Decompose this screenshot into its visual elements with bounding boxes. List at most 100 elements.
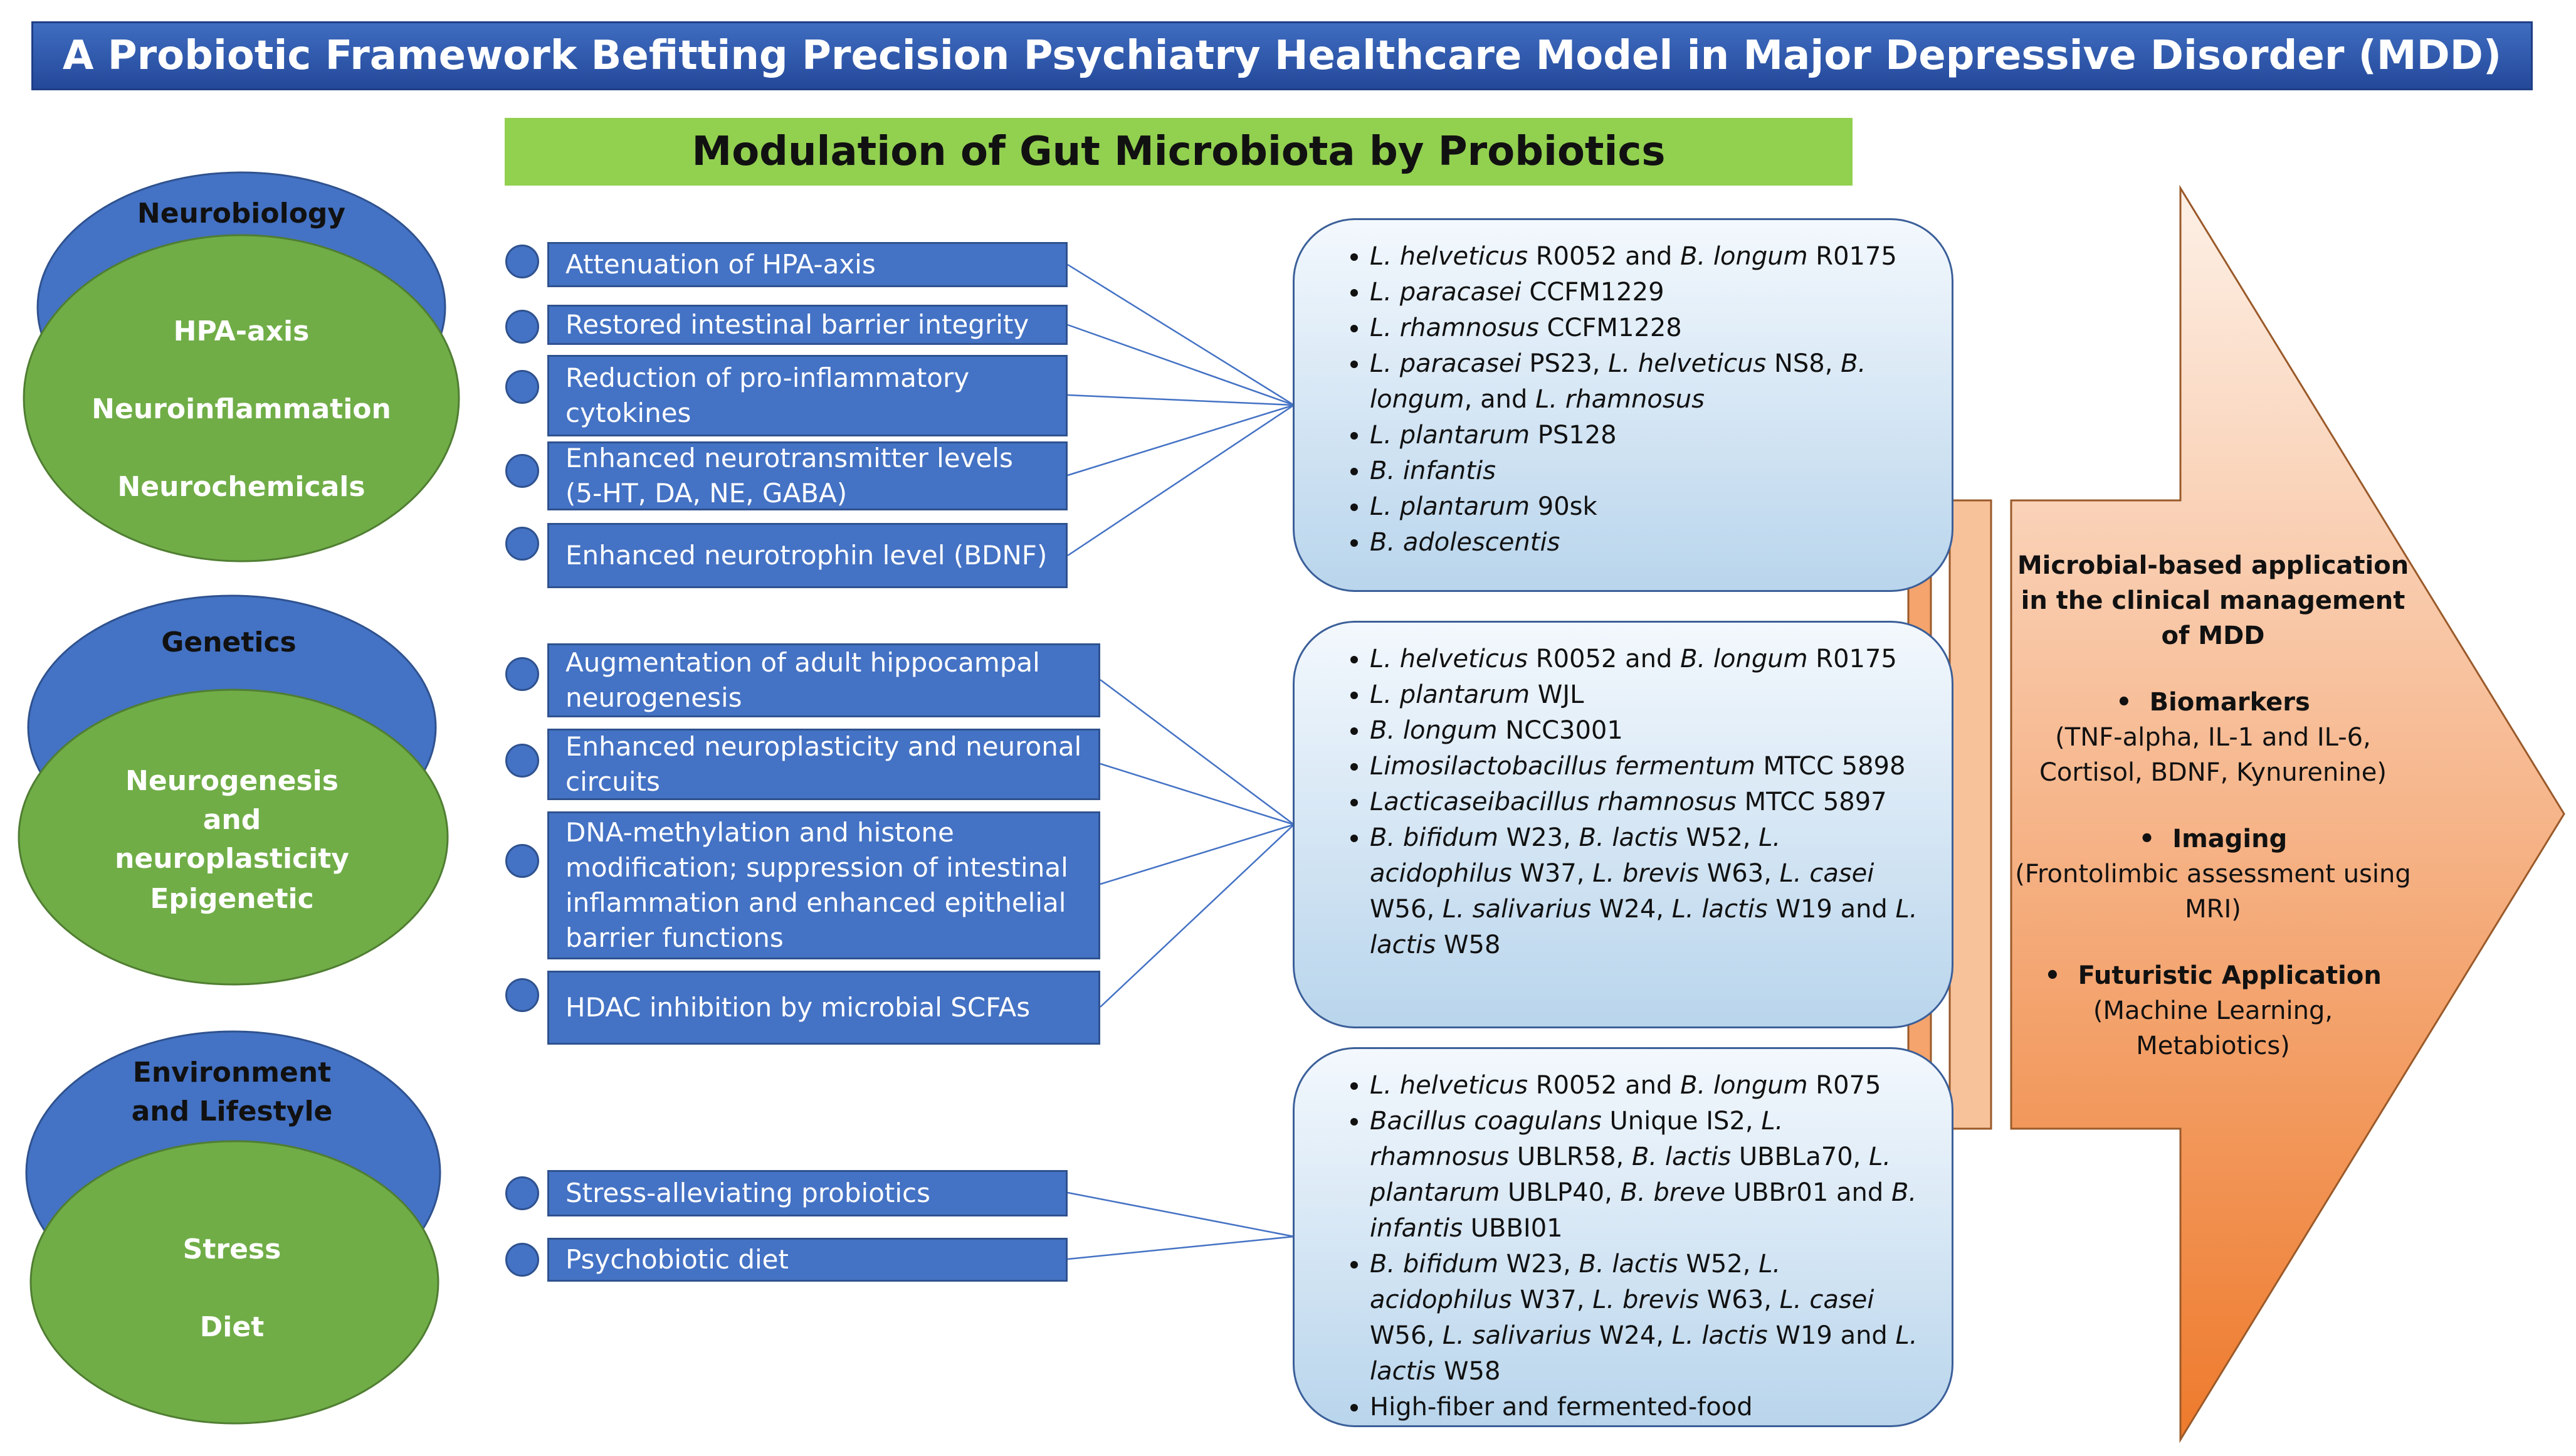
strain-list: L. helveticus R0052 and B. longum R0175L…	[1338, 641, 1927, 963]
strain-species-name: L. paracasei	[1370, 278, 1522, 307]
strain-code: R0175	[1807, 242, 1897, 271]
effect-bullet-dot	[505, 1176, 539, 1210]
effect-box: Reduction of pro-inflammatory cytokines	[547, 355, 1068, 436]
strain-species-name: L. salivarius	[1442, 895, 1592, 924]
factor-circle-neurobiology	[23, 171, 460, 562]
strain-species-name: L. helveticus	[1370, 645, 1528, 673]
strain-species-name: B. breve	[1620, 1178, 1726, 1207]
effect-box: Enhanced neuroplasticity and neuronal ci…	[547, 729, 1100, 800]
strain-code: W63,	[1699, 1285, 1780, 1314]
strain-code: NS8,	[1766, 349, 1841, 378]
strain-species-name: L. rhamnosus	[1370, 314, 1539, 342]
strain-panel-genetics: L. helveticus R0052 and B. longum R0175L…	[1293, 621, 1953, 1028]
strain-code: W56,	[1370, 1321, 1443, 1350]
strain-code: PS23,	[1521, 349, 1609, 378]
connector-line	[1067, 404, 1295, 557]
panel-connector-bar	[1948, 499, 1992, 1130]
application-section-detail: (Machine Learning, Metabiotics)	[2093, 996, 2333, 1060]
factor-circle-genetics	[18, 594, 449, 986]
strain-code: UBBr01 and	[1725, 1178, 1892, 1207]
effect-bullet-dot	[505, 844, 539, 878]
connector-line	[1100, 762, 1295, 826]
effect-bullet-dot	[505, 1243, 539, 1277]
application-heading: Microbial-based application in the clini…	[2017, 551, 2409, 650]
effect-bullet-dot	[505, 245, 539, 278]
effect-bullet-dot	[505, 657, 539, 691]
application-section-title: • Imaging	[2138, 825, 2288, 853]
effect-box: Restored intestinal barrier integrity	[547, 305, 1068, 345]
strain-species-name: L. lactis	[1370, 1321, 1918, 1386]
effect-bullet-dot	[505, 370, 539, 404]
strain-species-name: L. helveticus	[1370, 1071, 1528, 1100]
strain-species-name: B. bifidum	[1370, 1250, 1498, 1279]
strain-species-name: L. rhamnosus	[1370, 1107, 1784, 1171]
application-section-title: • Biomarkers	[2116, 688, 2310, 717]
strain-species-name: L. acidophilus	[1370, 823, 1781, 888]
strain-item: Limosilactobacillus fermentum MTCC 5898	[1370, 749, 1927, 784]
effect-box: Enhanced neurotransmitter levels (5-HT, …	[547, 441, 1068, 510]
strain-species-name: B. longum	[1680, 645, 1808, 673]
strain-species-name: L. plantarum	[1370, 492, 1530, 521]
effect-bullet-dot	[505, 978, 539, 1012]
strain-species-name: L. acidophilus	[1370, 1250, 1781, 1314]
factor-item-stress: Stress	[182, 1233, 281, 1265]
factor-label-genetics: Genetics	[161, 626, 297, 658]
strain-code: W24,	[1591, 1321, 1672, 1350]
strain-item: L. plantarum PS128	[1370, 418, 1927, 453]
strain-code: W19 and	[1767, 1321, 1896, 1350]
strain-item: L. plantarum WJL	[1370, 677, 1927, 713]
factor-item-neurochemicals: Neurochemicals	[117, 471, 365, 503]
strain-code: W24,	[1591, 895, 1672, 924]
factor-label-neurobiology: Neurobiology	[137, 198, 346, 229]
strain-list: L. helveticus R0052 and B. longum R0175L…	[1338, 239, 1927, 561]
strain-item: B. adolescentis	[1370, 525, 1927, 561]
factor-label-environment: Environment and Lifestyle	[131, 1057, 333, 1127]
strain-code: W58	[1436, 1357, 1501, 1386]
strain-code: W37,	[1511, 1285, 1593, 1314]
connector-line	[1067, 1191, 1295, 1238]
strain-item: Bacillus coagulans Unique IS2, L. rhamno…	[1370, 1104, 1927, 1247]
strain-panel-environment: L. helveticus R0052 and B. longum R075Ba…	[1293, 1047, 1953, 1427]
strain-item: L. paracasei CCFM1229	[1370, 275, 1927, 310]
strain-item: B. infantis	[1370, 453, 1927, 489]
strain-species-name: L. salivarius	[1442, 1321, 1592, 1350]
strain-species-name: L. lactis	[1671, 1321, 1768, 1350]
effect-connectors	[1067, 263, 1295, 1260]
strain-code: UBBLa70,	[1731, 1142, 1869, 1171]
connector-line	[1100, 824, 1295, 1008]
strain-item: B. bifidum W23, B. lactis W52, L. acidop…	[1370, 1247, 1927, 1390]
strain-species-name: B. lactis	[1631, 1142, 1732, 1171]
diagram-title: A Probiotic Framework Befitting Precisio…	[31, 21, 2533, 90]
strain-item: Lacticaseibacillus rhamnosus MTCC 5897	[1370, 784, 1927, 820]
strain-species-name: L. helveticus	[1370, 242, 1528, 271]
strain-species-name: B. longum	[1370, 716, 1498, 745]
strain-species-name: B. lactis	[1579, 1250, 1678, 1279]
strain-code: UBBI01	[1463, 1214, 1563, 1243]
strain-species-name: L. casei	[1779, 859, 1874, 888]
effect-box: DNA-methylation and histone modification…	[547, 811, 1100, 959]
strain-species-name: L. casei	[1779, 1285, 1874, 1314]
strain-code: W52,	[1678, 1250, 1759, 1279]
strain-species-name: L. helveticus	[1608, 349, 1767, 378]
strain-panel-neurobiology: L. helveticus R0052 and B. longum R0175L…	[1293, 218, 1953, 592]
connector-line	[1100, 823, 1295, 885]
connector-line	[1067, 324, 1295, 406]
strain-species-name: L. plantarum	[1370, 680, 1530, 709]
strain-species-name: L. plantarum	[1370, 1142, 1891, 1207]
strain-code: W52,	[1678, 823, 1759, 852]
strain-code: R075	[1807, 1071, 1881, 1100]
strain-code: W23,	[1498, 823, 1579, 852]
strain-species-name: B. infantis	[1370, 1178, 1917, 1243]
connector-line	[1067, 404, 1295, 477]
strain-code: W23,	[1498, 1250, 1579, 1279]
factor-item-hpa-axis: HPA-axis	[173, 315, 310, 347]
strain-species-name: B. lactis	[1579, 823, 1678, 852]
strain-code: UBLP40,	[1500, 1178, 1621, 1207]
effect-box: Stress-alleviating probiotics	[547, 1170, 1068, 1216]
effect-box: HDAC inhibition by microbial SCFAs	[547, 971, 1100, 1045]
strain-code: R0052 and	[1528, 242, 1681, 271]
factor-item-neurogenesis: Neurogenesis and neuroplasticity	[115, 765, 349, 875]
effect-bullet-dot	[505, 527, 539, 561]
strain-species-name: L. rhamnosus	[1535, 385, 1705, 414]
